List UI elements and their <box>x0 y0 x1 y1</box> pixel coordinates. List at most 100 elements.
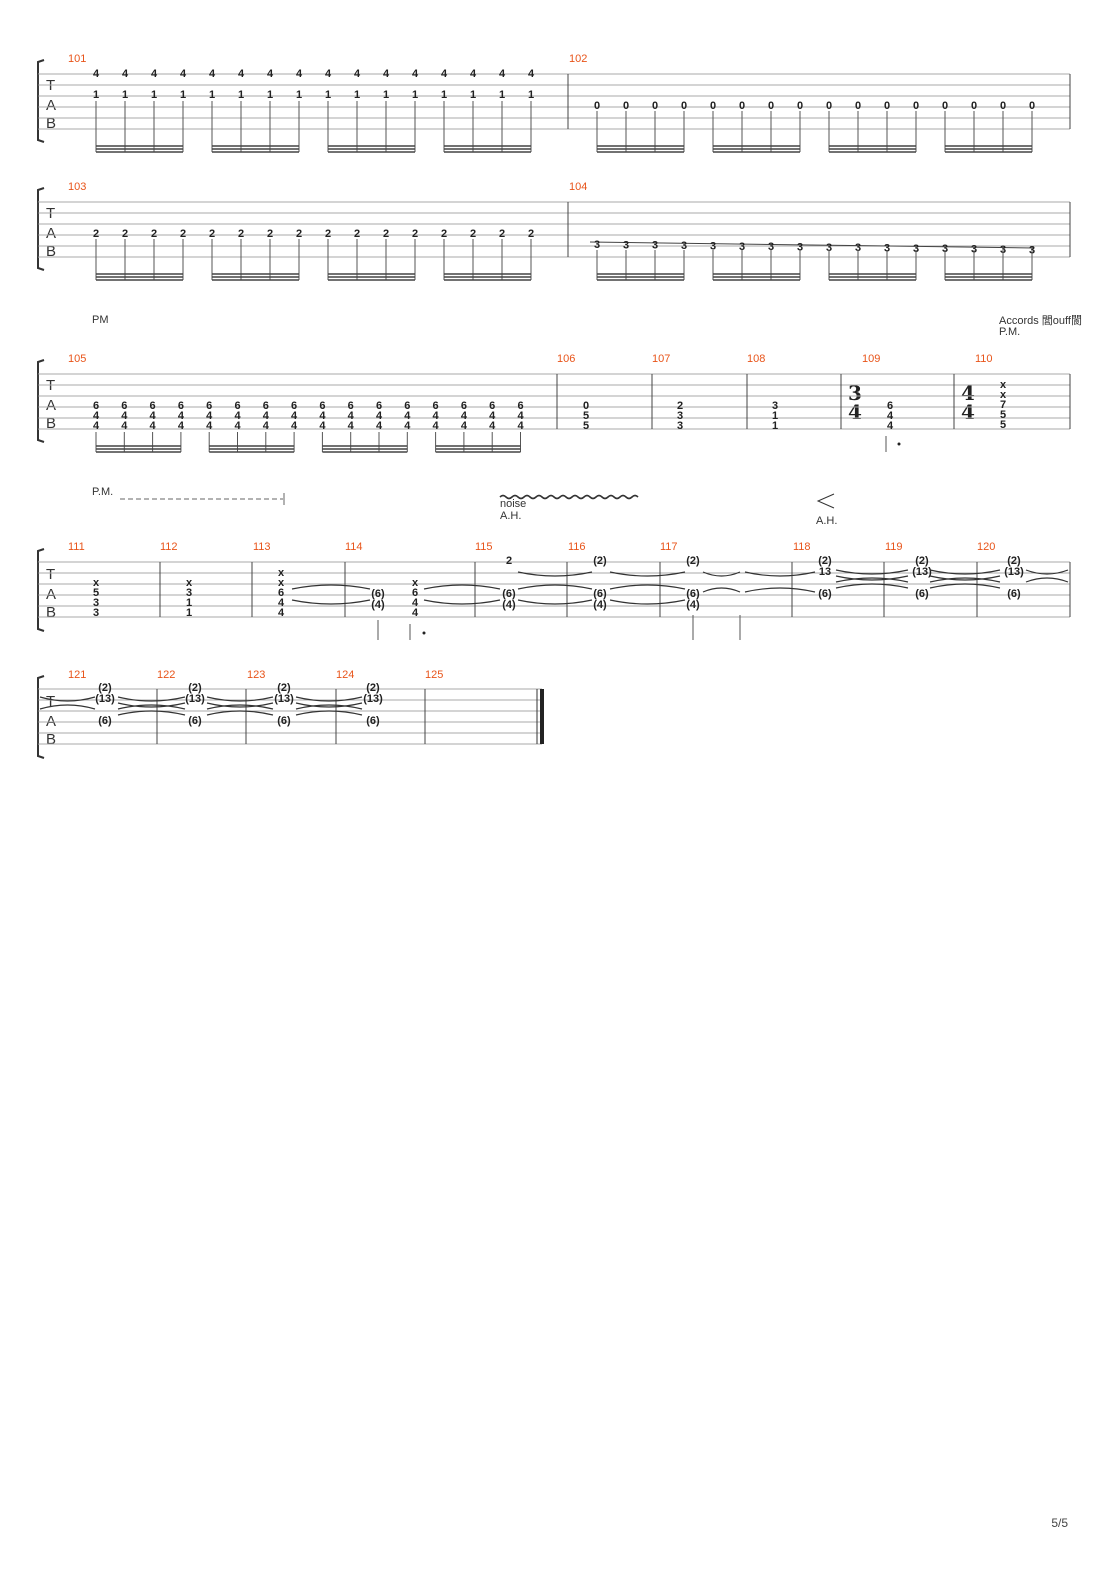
tab-note: 4 <box>348 410 355 422</box>
tab-note: (2) <box>818 555 832 567</box>
tie-arc <box>1025 577 1069 583</box>
tab-note: 2 <box>677 400 683 412</box>
tab-note: x <box>278 577 285 589</box>
measure-number-102: 102 <box>569 53 587 65</box>
tie-arc <box>117 710 186 716</box>
tie-arc <box>39 696 96 702</box>
tab-note: 6 <box>121 400 127 412</box>
measure-number-112: 112 <box>160 541 178 553</box>
tie-arc <box>117 702 186 708</box>
tab-note: 5 <box>93 587 99 599</box>
tab-note: 3 <box>826 242 832 254</box>
tab-note: 4 <box>412 607 419 619</box>
tab-note: 0 <box>884 100 890 112</box>
tab-note: (2) <box>1007 555 1021 567</box>
tab-note: (6) <box>277 715 291 727</box>
system-2-content: 22222222222222223333333333333333 <box>37 201 1071 281</box>
tab-note: 6 <box>93 400 99 412</box>
tab-note: 1 <box>151 89 157 101</box>
tab-note: 5 <box>583 420 589 432</box>
measure-number-121: 121 <box>68 669 86 681</box>
tab-note: 5 <box>1000 409 1006 421</box>
tab-note: (13) <box>1004 566 1024 578</box>
tab-note: (2) <box>277 682 291 694</box>
tab-note: 2 <box>499 228 505 240</box>
tab-note: 0 <box>594 100 600 112</box>
tab-note: (6) <box>686 588 700 600</box>
tab-note: 0 <box>855 100 861 112</box>
tab-note: 2 <box>180 228 186 240</box>
tab-note: 4 <box>278 607 285 619</box>
tab-note: (2) <box>686 555 700 567</box>
tie-arc <box>702 587 741 593</box>
tab-note: 4 <box>178 410 185 422</box>
tab-note: 4 <box>412 597 419 609</box>
tab-note: 2 <box>93 228 99 240</box>
tie-arc <box>295 696 363 702</box>
tie-arc <box>744 587 816 593</box>
tab-note: 2 <box>267 228 273 240</box>
tab-note: 1 <box>122 89 128 101</box>
tab-note: 1 <box>528 89 534 101</box>
measure-number-123: 123 <box>247 669 265 681</box>
tab-note: (4) <box>593 599 607 611</box>
page-number: 5/5 <box>1051 1516 1068 1530</box>
tab-note: 4 <box>348 420 355 432</box>
tab-note: 1 <box>296 89 302 101</box>
artificial-harmonic-label: A.H. <box>816 515 837 527</box>
tab-note: 4 <box>354 68 361 80</box>
noise-label: noise <box>500 498 526 510</box>
system-bracket <box>37 548 45 632</box>
tie-arc <box>702 571 741 577</box>
tie-arc <box>206 702 274 708</box>
slide-line <box>589 241 1035 249</box>
tab-note: 3 <box>594 239 600 251</box>
measure-number-109: 109 <box>862 353 880 365</box>
measure-number-120: 120 <box>977 541 995 553</box>
tab-note: 4 <box>238 68 245 80</box>
system-bracket <box>37 187 45 271</box>
tab-note: (6) <box>502 588 516 600</box>
tab-note: 4 <box>887 420 894 432</box>
tab-note: (4) <box>371 599 385 611</box>
tab-note: 6 <box>348 400 354 412</box>
tab-note: 4 <box>461 410 468 422</box>
system-3-content: 6446446446446446446446446446446446446446… <box>37 373 1071 453</box>
tab-note: 4 <box>122 68 129 80</box>
tab-note: 4 <box>412 68 419 80</box>
tab-note: 4 <box>93 420 100 432</box>
artificial-harmonic-label: A.H. <box>500 510 521 522</box>
tie-arc <box>295 710 363 716</box>
tab-note: (4) <box>686 599 700 611</box>
tab-note: 4 <box>517 410 524 422</box>
tie-arc <box>609 571 686 577</box>
tab-note: 3 <box>797 241 803 253</box>
tab-note: 4 <box>325 68 332 80</box>
tie-arc <box>423 599 501 605</box>
tab-note: 4 <box>376 420 383 432</box>
tie-arc <box>835 575 909 581</box>
tab-note: 0 <box>797 100 803 112</box>
tab-note: 2 <box>238 228 244 240</box>
measure-number-124: 124 <box>336 669 354 681</box>
tab-note: 1 <box>470 89 476 101</box>
tab-note: 0 <box>623 100 629 112</box>
tab-note: (6) <box>593 588 607 600</box>
tab-note: (6) <box>366 715 380 727</box>
measure-number-116: 116 <box>568 541 586 553</box>
palm-mute-label: PM <box>92 314 109 326</box>
tie-arc <box>835 569 909 575</box>
tie-arc <box>609 584 686 590</box>
tie-arc <box>1025 569 1069 575</box>
tab-note: 5 <box>1000 419 1006 431</box>
tab-note: 0 <box>739 100 745 112</box>
tab-note: 4 <box>150 420 157 432</box>
tab-note: 6 <box>461 400 467 412</box>
tab-note: (6) <box>915 588 929 600</box>
measure-number-113: 113 <box>253 541 271 553</box>
tab-note: (2) <box>915 555 929 567</box>
tab-note: 2 <box>528 228 534 240</box>
tab-note: 6 <box>278 587 284 599</box>
tie-arc <box>929 575 1001 581</box>
